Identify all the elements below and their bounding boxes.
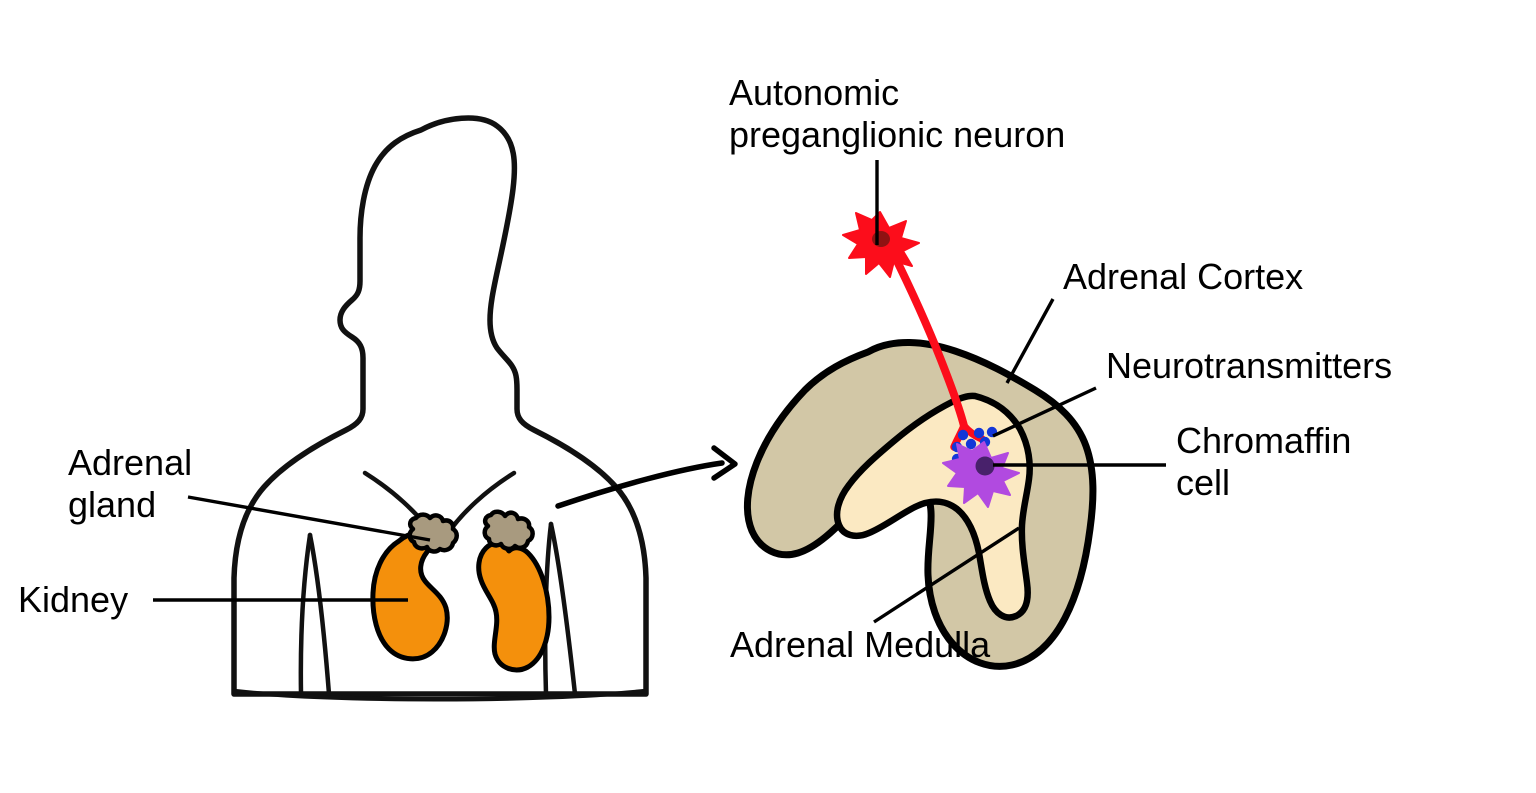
chromaffin-cell bbox=[942, 441, 1020, 508]
adrenal-medulla-leader-line bbox=[873, 526, 1020, 624]
adrenal-gland-left bbox=[407, 512, 459, 554]
magnification-arrow bbox=[555, 445, 738, 509]
kidney-label: Kidney bbox=[18, 579, 128, 620]
chromaffin-cell-label-line2: cell bbox=[1176, 462, 1230, 503]
chromaffin-cell-nucleus bbox=[975, 456, 995, 476]
preganglionic-neuron-soma bbox=[842, 211, 920, 278]
neuron-nucleus bbox=[872, 231, 890, 247]
adrenal-medulla-label: Adrenal Medulla bbox=[730, 624, 991, 665]
adrenal-gland-label-line1: Adrenal bbox=[68, 442, 192, 483]
autonomic-neuron-label-line2: preganglionic neuron bbox=[729, 114, 1065, 155]
adrenal-cortex-leader-line bbox=[1005, 298, 1055, 384]
neurotransmitters-label: Neurotransmitters bbox=[1106, 345, 1392, 386]
chromaffin-cell-label-line1: Chromaffin bbox=[1176, 420, 1351, 461]
adrenal-cortex-label: Adrenal Cortex bbox=[1063, 256, 1303, 297]
autonomic-neuron-label-line1: Autonomic bbox=[729, 72, 899, 113]
kidney-right bbox=[476, 541, 552, 673]
adrenal-gland-leader-line bbox=[187, 495, 431, 542]
adrenal-gland-label-line2: gland bbox=[68, 484, 156, 525]
neurotransmitters-leader-line bbox=[992, 386, 1097, 438]
adrenal-gland-right bbox=[482, 509, 535, 552]
